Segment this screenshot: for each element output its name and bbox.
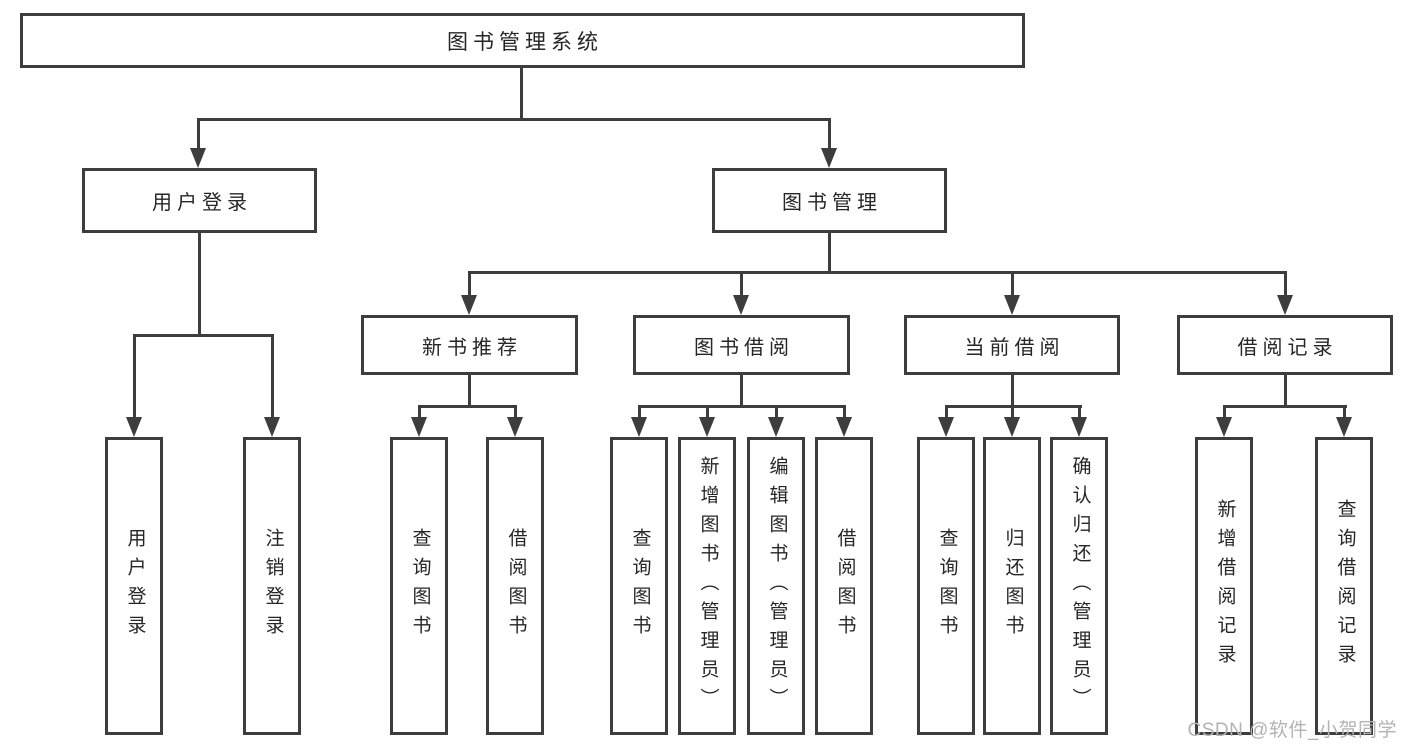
node-user-login: 用户登录: [82, 168, 317, 233]
connector-stem: [740, 375, 743, 407]
connector-user-login-bar: [133, 334, 274, 337]
arrow-down-icon: [631, 417, 647, 437]
connector-bar: [638, 405, 846, 408]
leaf-query-books-current: 查询图书: [917, 437, 975, 735]
leaf-edit-books-admin: 编辑图书（管理员）: [747, 437, 805, 735]
node-current-borrowing: 当前借阅: [904, 315, 1120, 375]
arrow-down-icon: [126, 417, 142, 437]
node-label: 注销登录: [262, 528, 284, 644]
connector-bar: [418, 405, 517, 408]
connector-drop-new-book: [468, 271, 471, 297]
leaf-query-borrow-record: 查询借阅记录: [1315, 437, 1373, 735]
connector-drop-borrowing-records: [1284, 271, 1287, 297]
arrow-down-icon: [768, 417, 784, 437]
arrow-down-icon: [821, 148, 837, 168]
connector-drop-leaf: [706, 405, 709, 419]
arrow-down-icon: [733, 295, 749, 315]
leaf-borrow-books-borrowing: 借阅图书: [815, 437, 873, 735]
connector-drop-leaf: [271, 334, 274, 419]
arrow-down-icon: [1004, 417, 1020, 437]
arrow-down-icon: [699, 417, 715, 437]
node-label: 借阅记录: [1237, 336, 1338, 359]
connector-drop-current-borrowing: [1011, 271, 1014, 297]
leaf-user-login: 用户登录: [105, 437, 163, 735]
connector-stem: [468, 375, 471, 407]
node-label: 编辑图书（管理员）: [766, 455, 788, 717]
arrow-down-icon: [1336, 417, 1352, 437]
node-root: 图书管理系统: [20, 13, 1025, 68]
arrow-down-icon: [411, 417, 427, 437]
node-label: 图书管理: [782, 192, 882, 214]
arrow-down-icon: [836, 417, 852, 437]
leaf-add-books-admin: 新增图书（管理员）: [678, 437, 736, 735]
arrow-down-icon: [461, 295, 477, 315]
connector-drop-leaf: [1223, 405, 1226, 419]
connector-book-management-stem: [828, 233, 831, 273]
arrow-down-icon: [507, 417, 523, 437]
connector-book-management-bar: [468, 271, 1286, 274]
connector-drop-leaf: [1343, 405, 1346, 419]
node-label: 查询图书: [936, 528, 958, 644]
connector-drop-leaf: [1011, 405, 1014, 419]
leaf-borrow-books-recommend: 借阅图书: [486, 437, 544, 735]
leaf-logout: 注销登录: [243, 437, 301, 735]
connector-stem: [1284, 375, 1287, 407]
node-label: 图书借阅: [694, 336, 794, 359]
node-book-management: 图书管理: [712, 168, 947, 233]
connector-drop-book-borrowing: [740, 271, 743, 297]
node-label: 用户登录: [152, 192, 252, 214]
connector-drop-leaf: [638, 405, 641, 419]
connector-drop-leaf: [133, 334, 136, 419]
connector-drop-leaf: [775, 405, 778, 419]
node-label: 当前借阅: [964, 336, 1065, 359]
arrow-down-icon: [1216, 417, 1232, 437]
leaf-query-books-recommend: 查询图书: [390, 437, 448, 735]
connector-bar: [1223, 405, 1347, 408]
arrow-down-icon: [1071, 417, 1087, 437]
watermark: CSDN @软件_小贺同学: [1187, 720, 1397, 741]
node-label: 用户登录: [124, 528, 146, 644]
node-label: 归还图书: [1002, 528, 1024, 644]
node-label: 新增图书（管理员）: [697, 455, 719, 717]
connector-root-stem: [520, 68, 523, 120]
connector-drop-leaf: [514, 405, 517, 419]
arrow-down-icon: [1277, 295, 1293, 315]
node-label: 新书推荐: [422, 336, 522, 359]
leaf-return-books: 归还图书: [983, 437, 1041, 735]
leaf-query-books-borrowing: 查询图书: [610, 437, 668, 735]
node-label: 查询图书: [629, 528, 651, 644]
node-book-borrowing: 图书借阅: [633, 315, 850, 375]
arrow-down-icon: [1004, 295, 1020, 315]
node-label: 图书管理系统: [447, 30, 603, 54]
arrow-down-icon: [190, 148, 206, 168]
connector-drop-user-login: [197, 118, 200, 150]
node-label: 查询图书: [409, 528, 431, 644]
connector-drop-leaf: [843, 405, 846, 419]
node-borrowing-records: 借阅记录: [1177, 315, 1393, 375]
leaf-add-borrow-record: 新增借阅记录: [1195, 437, 1253, 735]
connector-drop-leaf: [418, 405, 421, 419]
connector-user-login-stem: [198, 233, 201, 336]
arrow-down-icon: [938, 417, 954, 437]
node-label: 借阅图书: [834, 528, 856, 644]
connector-drop-leaf: [1078, 405, 1081, 419]
arrow-down-icon: [264, 417, 280, 437]
node-label: 确认归还（管理员）: [1069, 455, 1091, 717]
connector-stem: [1011, 375, 1014, 407]
connector-drop-leaf: [945, 405, 948, 419]
node-label: 新增借阅记录: [1214, 499, 1236, 673]
node-new-book-recommendation: 新书推荐: [361, 315, 578, 375]
connector-drop-book-management: [828, 118, 831, 150]
node-label: 查询借阅记录: [1334, 499, 1356, 673]
connector-root-bar: [197, 118, 831, 121]
node-label: 借阅图书: [505, 528, 527, 644]
leaf-confirm-return-admin: 确认归还（管理员）: [1050, 437, 1108, 735]
